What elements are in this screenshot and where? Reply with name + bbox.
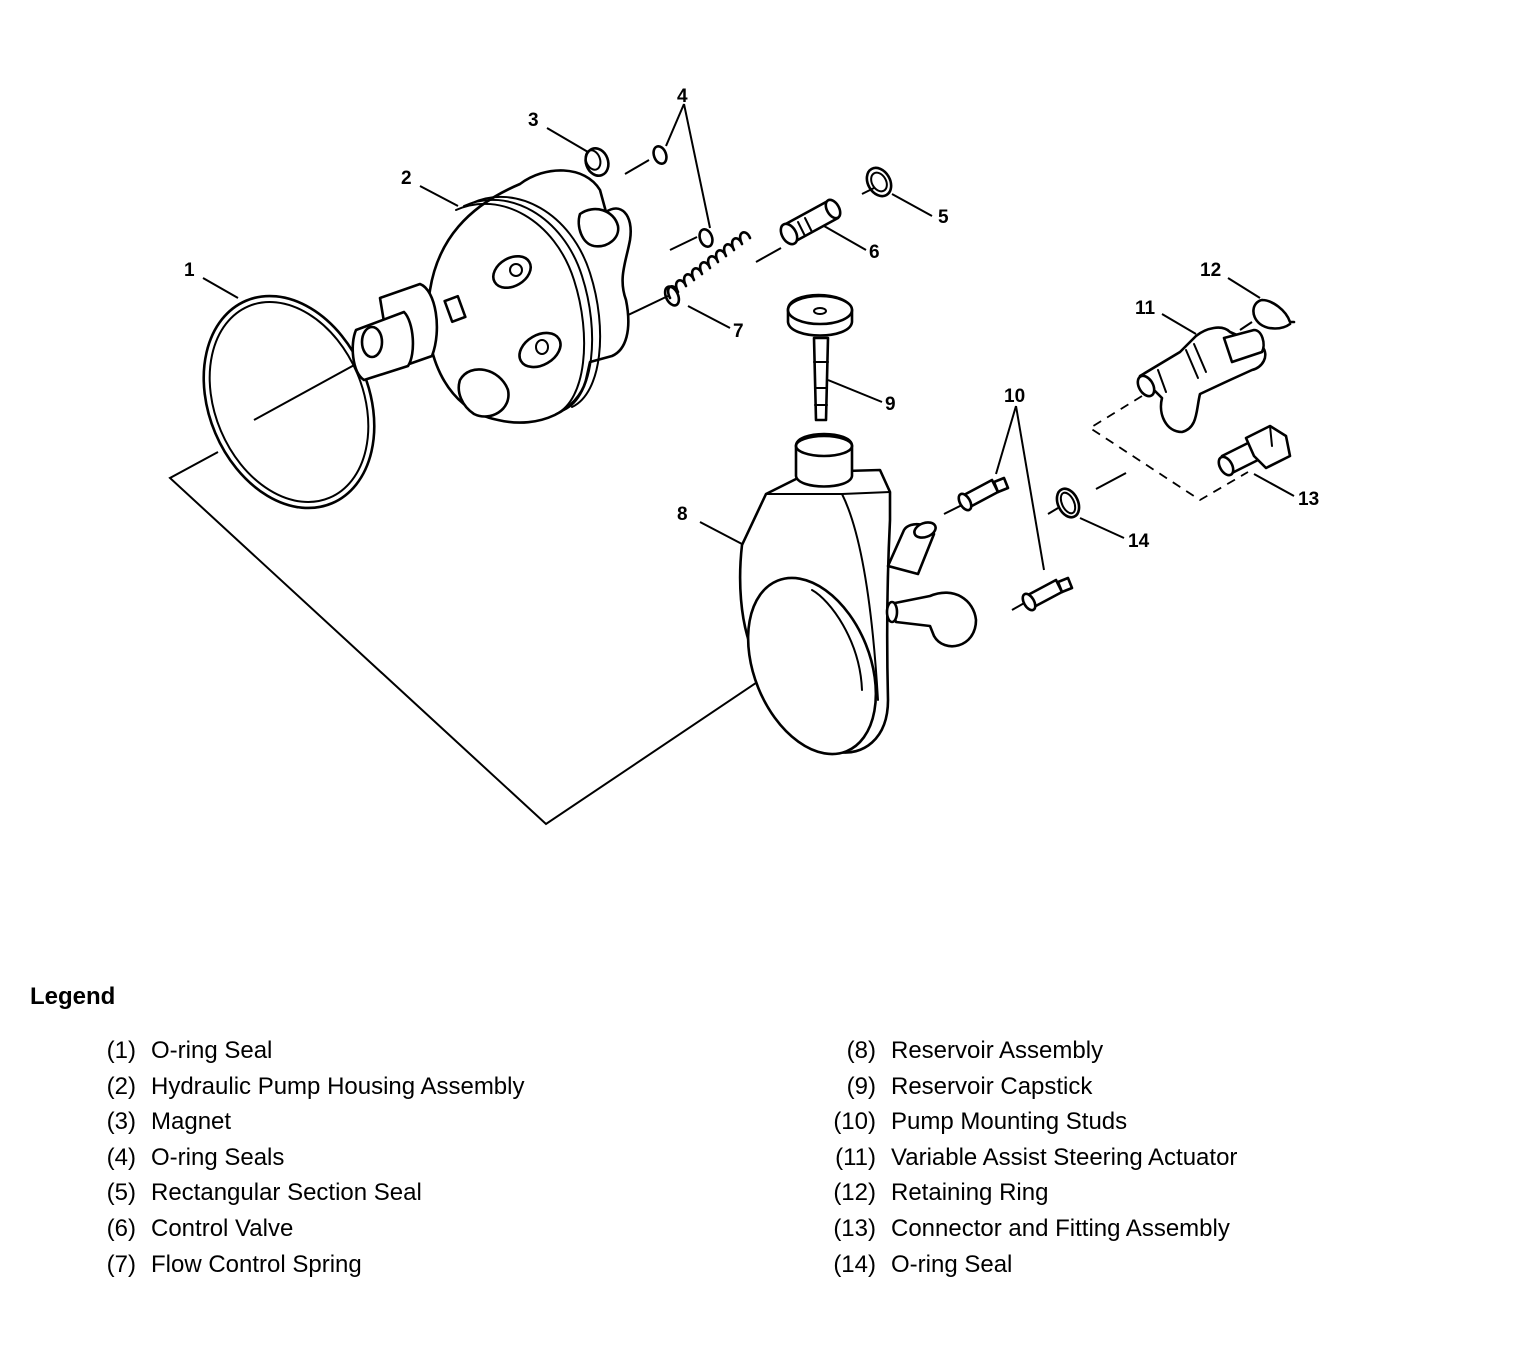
- legend-item: (7) Flow Control Spring: [78, 1247, 525, 1283]
- legend-item-label: Retaining Ring: [891, 1179, 1049, 1207]
- legend-item-label: Pump Mounting Studs: [891, 1108, 1128, 1136]
- o-ring-seal-14: [1055, 487, 1081, 519]
- callout-5: 5: [938, 207, 949, 228]
- flow-control-spring: [663, 231, 752, 307]
- legend-item: (11) Variable Assist Steering Actuator: [818, 1140, 1237, 1176]
- legend-item-label: Reservoir Assembly: [891, 1037, 1104, 1064]
- legend-item-number: (3): [106, 1108, 136, 1136]
- o-ring-seal-1: [202, 294, 376, 510]
- legend-item-number: (5): [106, 1179, 136, 1207]
- legend-item-number: (8): [846, 1037, 876, 1064]
- legend-item-label: Reservoir Capstick: [891, 1072, 1093, 1100]
- callout-labels: 1 2 3 4 5 6 7 8 9 10 11 12 13 14: [184, 86, 1319, 552]
- legend-item-label: O-ring Seals: [151, 1143, 285, 1171]
- legend-item: (9) Reservoir Capstick: [818, 1069, 1237, 1105]
- hydraulic-pump-housing: [351, 169, 632, 424]
- callout-10: 10: [1004, 386, 1025, 407]
- legend-item-number: (12): [833, 1179, 876, 1207]
- callout-1: 1: [184, 260, 195, 281]
- legend-item-number: (10): [833, 1108, 876, 1136]
- callout-12: 12: [1200, 260, 1221, 281]
- legend-item-number: (11): [835, 1143, 876, 1171]
- legend-item-label: Connector and Fitting Assembly: [891, 1214, 1230, 1242]
- legend-item-number: (6): [106, 1214, 136, 1242]
- magnet: [584, 147, 610, 177]
- legend-item-label: Variable Assist Steering Actuator: [891, 1143, 1238, 1171]
- legend-item-label: Magnet: [151, 1108, 232, 1136]
- legend-item-label: Control Valve: [151, 1214, 294, 1242]
- connector-fitting-assembly: [1217, 424, 1292, 477]
- pump-mounting-studs: [957, 476, 1074, 612]
- reservoir-assembly: [738, 432, 978, 756]
- variable-assist-steering-actuator: [1136, 326, 1267, 434]
- callout-3: 3: [528, 110, 539, 131]
- leader-lines: [202, 103, 1295, 571]
- legend-item: (5) Rectangular Section Seal: [78, 1175, 525, 1211]
- callout-6: 6: [869, 242, 880, 263]
- rectangular-section-seal: [865, 166, 893, 198]
- o-ring-seals-4: [652, 144, 714, 249]
- legend-item-label: Hydraulic Pump Housing Assembly: [151, 1072, 525, 1100]
- callout-7: 7: [733, 321, 744, 342]
- legend-item-label: O-ring Seal: [891, 1250, 1013, 1278]
- legend-item: (4) O-ring Seals: [78, 1140, 525, 1176]
- legend-item: (14) O-ring Seal: [818, 1247, 1237, 1283]
- callout-11: 11: [1135, 298, 1156, 319]
- legend-item-label: Rectangular Section Seal: [151, 1179, 422, 1207]
- legend-item-number: (14): [833, 1250, 876, 1278]
- legend-item-number: (4): [106, 1143, 136, 1171]
- callout-9: 9: [885, 394, 896, 415]
- callout-8: 8: [677, 504, 688, 525]
- legend-item-label: Flow Control Spring: [151, 1250, 362, 1278]
- legend-column-left: (1) O-ring Seal (2) Hydraulic Pump Housing …: [78, 1033, 525, 1282]
- legend-item-number: (7): [106, 1250, 136, 1278]
- legend-item: (13) Connector and Fitting Assembly: [818, 1211, 1237, 1247]
- reservoir-capstick: [786, 293, 854, 422]
- legend-item-number: (2): [106, 1072, 136, 1100]
- legend-item: (1) O-ring Seal: [78, 1033, 525, 1069]
- legend-column-right: (8) Reservoir Assembly (9) Reservoir Capsti…: [818, 1033, 1237, 1282]
- legend-item-number: (13): [833, 1214, 876, 1242]
- control-valve: [779, 198, 842, 246]
- legend-item-number: (9): [846, 1072, 876, 1100]
- callout-14: 14: [1128, 531, 1150, 552]
- legend-item: (3) Magnet: [78, 1104, 525, 1140]
- retaining-ring: [1252, 298, 1296, 330]
- legend: Legend (1) O-ring Seal (2) Hydraulic Pump H…: [0, 975, 1520, 1305]
- legend-title: Legend: [30, 983, 116, 1010]
- legend-item: (12) Retaining Ring: [818, 1175, 1237, 1211]
- legend-item: (2) Hydraulic Pump Housing Assembly: [78, 1069, 525, 1105]
- legend-item-label: O-ring Seal: [151, 1037, 273, 1064]
- legend-item: (10) Pump Mounting Studs: [818, 1104, 1237, 1140]
- callout-13: 13: [1298, 489, 1319, 510]
- callout-2: 2: [401, 168, 412, 189]
- callout-4: 4: [677, 86, 688, 107]
- legend-item-number: (1): [106, 1037, 136, 1064]
- assembly-bracket-lines: [168, 159, 1253, 826]
- exploded-view-diagram: 1 2 3 4 5 6 7 8 9 10 11 12 13 14: [168, 86, 1319, 826]
- legend-item: (6) Control Valve: [78, 1211, 525, 1247]
- legend-item: (8) Reservoir Assembly: [818, 1033, 1237, 1069]
